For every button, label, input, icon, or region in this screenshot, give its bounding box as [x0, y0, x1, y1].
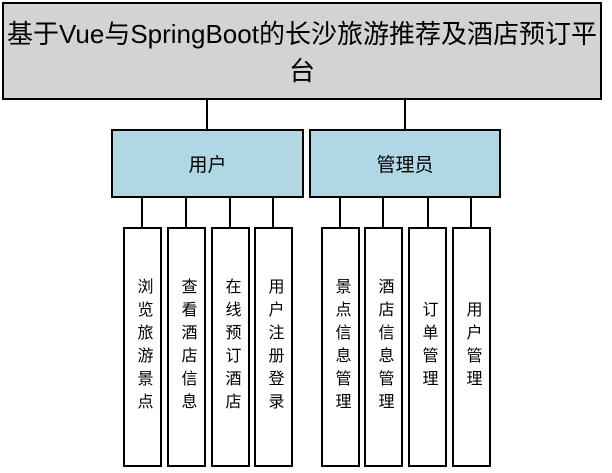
leaf-node-user-management: 用户管理 [452, 227, 491, 467]
connector-line [339, 198, 341, 227]
leaf-node-view-hotel-info: 查看酒店信息 [167, 227, 206, 467]
connector-line [185, 198, 187, 227]
connector-line [404, 100, 406, 129]
leaf-node-hotel-info-management: 酒店信息管理 [364, 227, 403, 467]
leaf-node-attraction-info-management: 景点信息管理 [321, 227, 360, 467]
leaf-node-browse-attractions: 浏览旅游景点 [123, 227, 162, 467]
connector-line [206, 100, 208, 129]
connector-line [229, 198, 231, 227]
branch-node-user: 用户 [111, 129, 304, 198]
root-node-title: 基于Vue与SpringBoot的长沙旅游推荐及酒店预订平台 [2, 2, 602, 100]
leaf-node-online-hotel-booking: 在线预订酒店 [211, 227, 250, 467]
leaf-node-order-management: 订单管理 [408, 227, 447, 467]
connector-line [427, 198, 429, 227]
connector-line [470, 198, 472, 227]
branch-node-admin: 管理员 [309, 129, 501, 198]
connector-line [141, 198, 143, 227]
connector-line [272, 198, 274, 227]
leaf-node-user-register-login: 用户注册登录 [254, 227, 293, 467]
connector-line [382, 198, 384, 227]
